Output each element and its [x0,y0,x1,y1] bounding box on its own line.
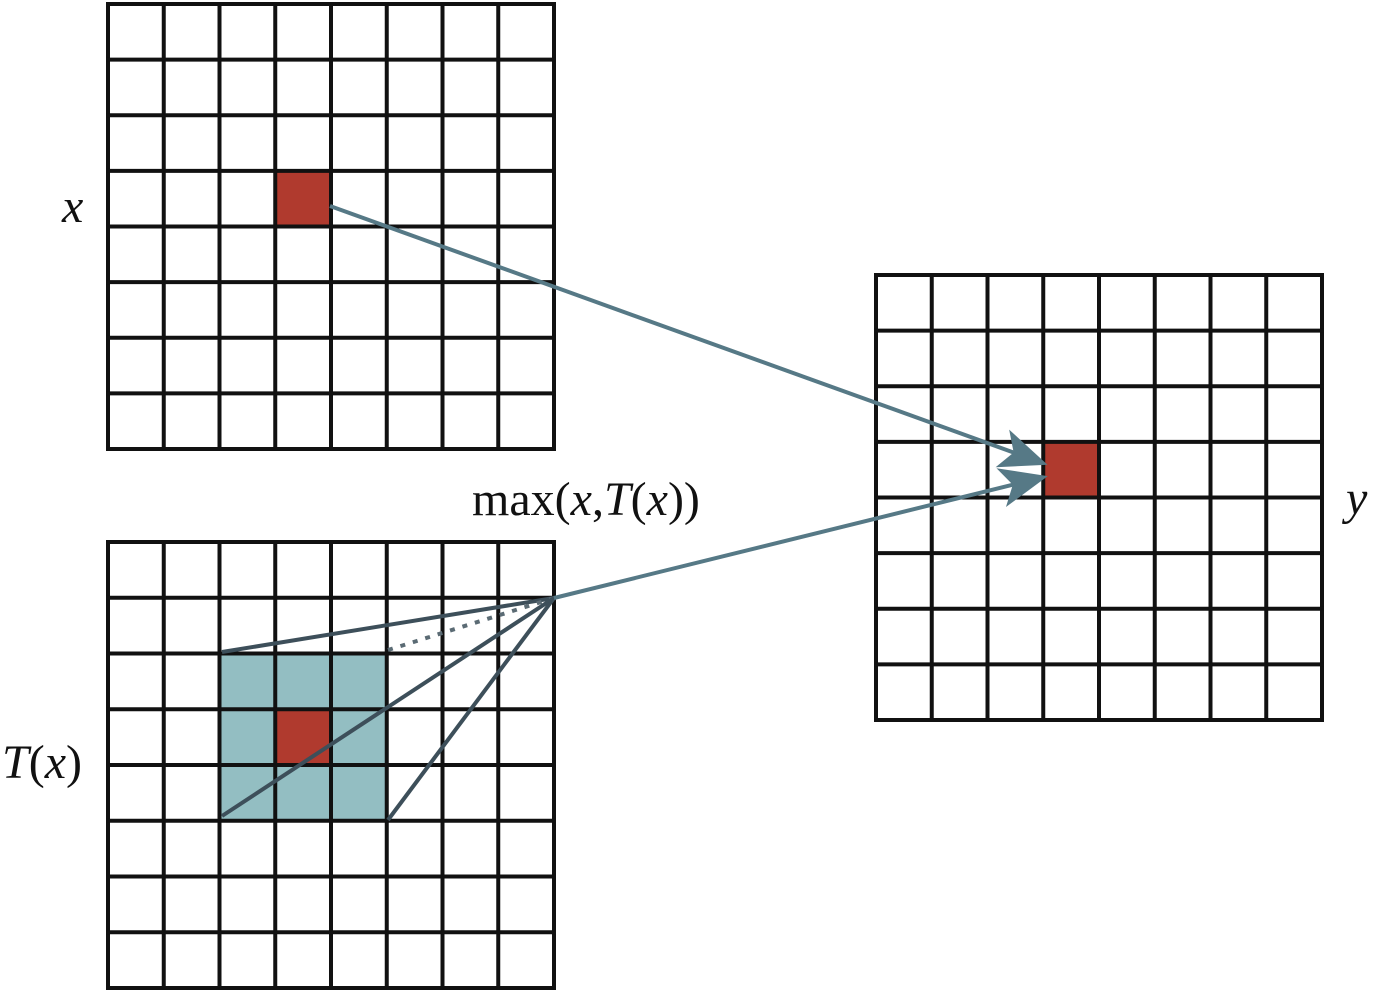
transform-grid-tx [106,540,556,990]
label-x: x [61,180,83,233]
label-tx-fn: T [2,736,32,789]
label-tx-arg: x [44,736,66,789]
fan-line-middle [220,596,556,818]
arrows [329,204,1048,600]
op-arg1: x [570,473,592,526]
op-comma: , [592,473,604,526]
op-open: ( [555,473,571,526]
arrow-from-x [329,204,1048,468]
output-highlight-cell [1043,441,1099,498]
op-open2: ( [631,473,647,526]
neighborhood-fan [220,596,556,822]
label-tx-close: ) [66,736,82,789]
fan-line-bottom [386,596,556,822]
input-highlight-cell [275,170,331,227]
output-grid-y [874,273,1324,722]
op-fn: max [472,473,555,526]
fan-line-dotted [387,596,555,652]
op-arg2: x [646,473,668,526]
label-tx-open: ( [29,736,45,789]
label-operation: max(x,T(x)) [472,473,700,526]
op-close: ) [684,473,700,526]
input-grid-x [106,2,556,451]
label-y: y [1341,472,1368,525]
op-fn2: T [604,473,634,526]
op-close2: ) [668,473,684,526]
output-grid-lines [874,273,1324,722]
input-grid-lines [106,2,556,451]
label-tx: T(x) [2,736,82,789]
transform-highlight-cell [275,709,331,765]
arrow-from-tx [553,468,1048,600]
fan-line-top [221,596,555,654]
